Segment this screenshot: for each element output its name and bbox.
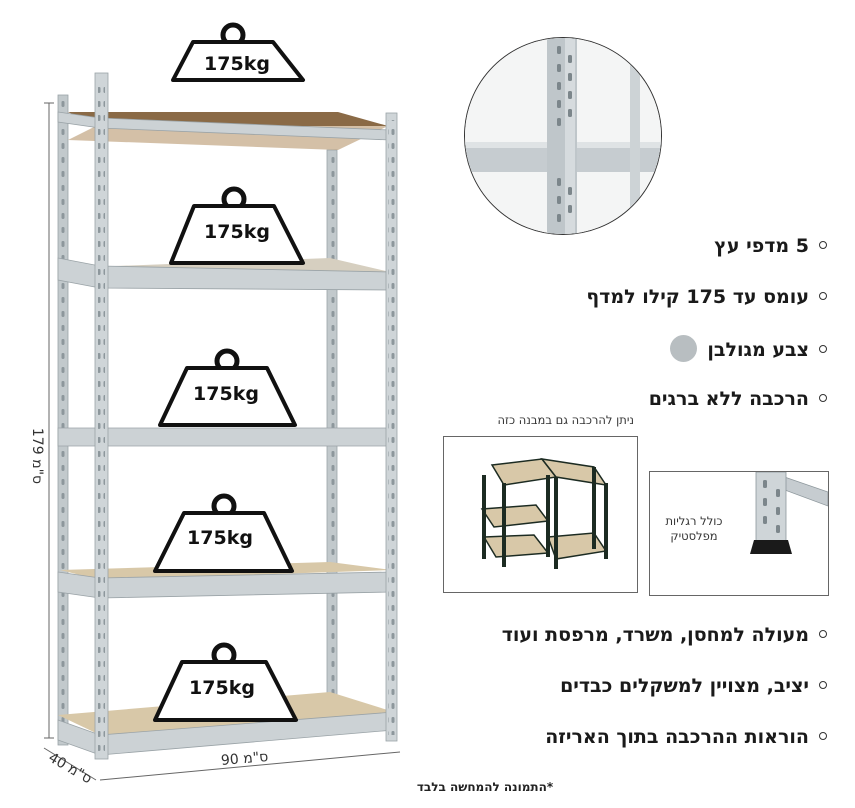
weight-label-5: 175kg xyxy=(189,677,255,699)
bullet-icon xyxy=(819,344,827,353)
upright-closeup-image xyxy=(464,37,662,235)
weight-icon-4: 175kg xyxy=(153,493,294,573)
weight-icon-1: 175kg xyxy=(171,22,305,82)
feature-galvanized-color: צבע מגולבן xyxy=(670,335,827,364)
width-label: 90 ס"מ xyxy=(220,749,269,769)
alt-assembly-image xyxy=(443,436,638,593)
weight-label-4: 175kg xyxy=(187,527,253,549)
bullet-icon xyxy=(819,240,827,249)
feature-text: יציב, מצויין למשקלים כבדים xyxy=(560,675,809,697)
weight-label-2: 175kg xyxy=(204,221,270,243)
alt-assembly-caption: ניתן להרכבה גם במבנה כזה xyxy=(497,413,634,427)
weight-label-1: 175kg xyxy=(204,53,270,75)
plastic-feet-caption: כולל רגליות מפלסטיק xyxy=(665,514,723,543)
feature-text: צבע מגולבן xyxy=(707,339,809,361)
weight-icon-3: 175kg xyxy=(158,348,297,427)
feature-wooden-shelves: 5 מדפי עץ xyxy=(714,235,827,257)
weight-icon-2: 175kg xyxy=(169,186,305,265)
feature-text: 5 מדפי עץ xyxy=(714,235,809,257)
shelf-1 xyxy=(57,111,391,150)
bullet-icon xyxy=(819,291,827,300)
depth-label: 40 ס"מ xyxy=(46,750,95,788)
feature-stable-heavy-loads: יציב, מצויין למשקלים כבדים xyxy=(560,675,827,697)
shelving-unit-illustration: 175kg 175kg 175kg 175kg 175kg 179 ס"מ 90… xyxy=(29,22,401,788)
feature-screwless-assembly: הרכבה ללא ברגים xyxy=(649,388,827,410)
weight-label-3: 175kg xyxy=(193,383,259,405)
feature-text: הוראות ההרכבה בתוך האריזה xyxy=(545,726,809,748)
bullet-icon xyxy=(819,680,827,689)
bullet-icon xyxy=(819,731,827,740)
feature-text: הרכבה ללא ברגים xyxy=(648,388,809,410)
feature-text: מעולה למחסן, משרד, מרפסת ועוד xyxy=(501,624,809,646)
galvanized-color-swatch xyxy=(670,335,698,362)
feature-instructions-included: הוראות ההרכבה בתוך האריזה xyxy=(545,726,827,748)
depth-dimension: 40 ס"מ xyxy=(43,747,97,788)
width-dimension: 90 ס"מ xyxy=(99,749,401,781)
plastic-feet-image: כולל רגליות מפלסטיק xyxy=(649,471,829,596)
bullet-icon xyxy=(819,393,827,402)
height-dimension: 179 ס"מ xyxy=(29,102,54,739)
weight-icon-5: 175kg xyxy=(153,642,298,722)
feature-load-capacity: עומס עד 175 קילו למדף xyxy=(586,286,827,308)
bullet-icon xyxy=(819,629,827,638)
feature-text: עומס עד 175 קילו למדף xyxy=(586,286,809,308)
feature-ideal-uses: מעולה למחסן, משרד, מרפסת ועוד xyxy=(502,624,827,646)
illustration-disclaimer: *התמונה להמחשה בלבד xyxy=(416,780,554,794)
height-label: 179 ס"מ xyxy=(29,428,45,484)
